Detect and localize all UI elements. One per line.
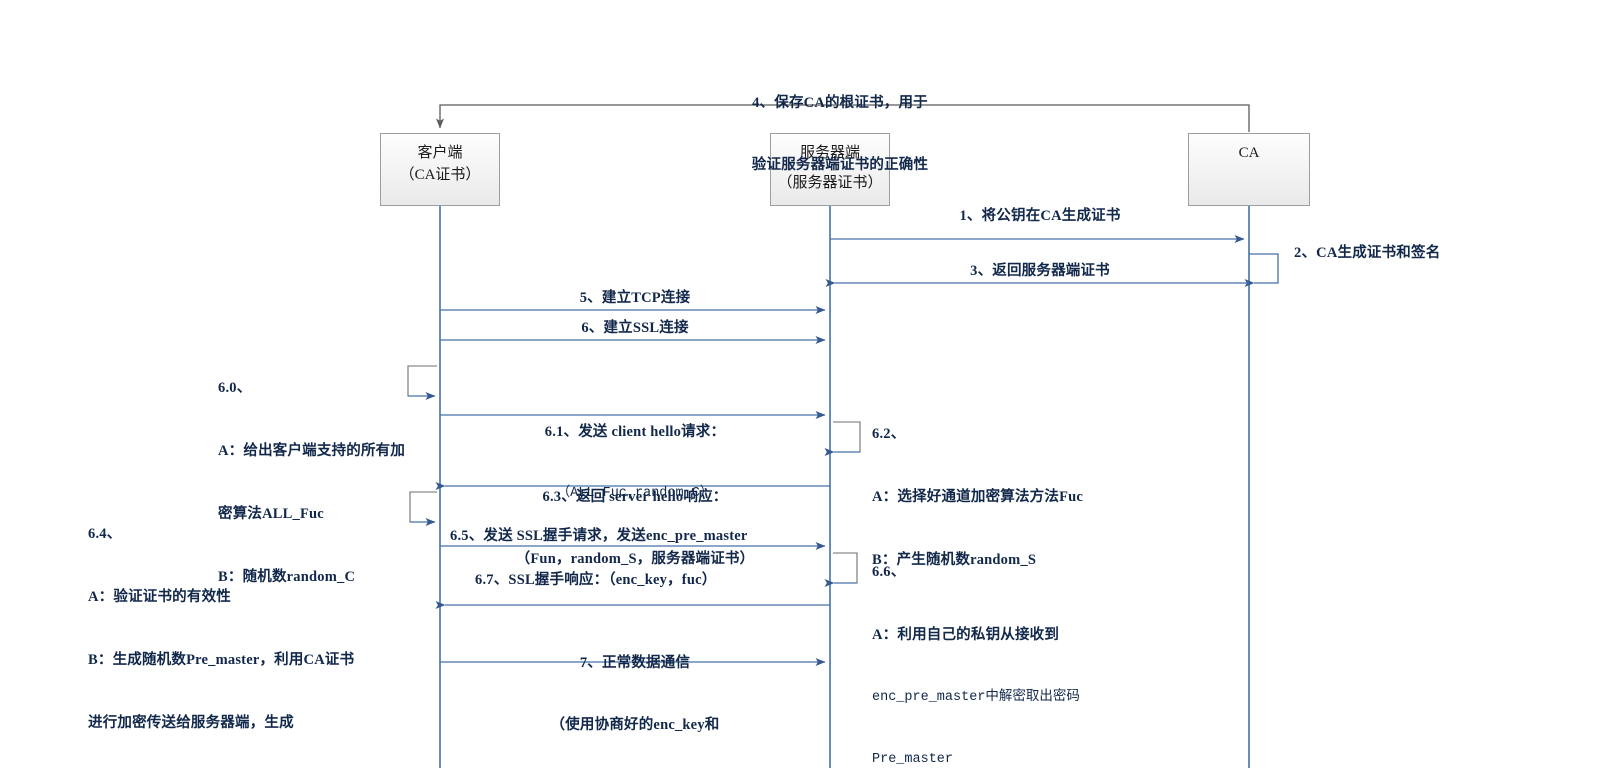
actor-server-label: 服务器端 bbox=[799, 145, 860, 161]
message-6-3-line1: 6.3、返回 server hello响应： bbox=[542, 489, 728, 506]
message-7-label: 7、正常数据通信 （使用协商好的enc_key和 func对传输层SSL进行加密… bbox=[460, 612, 810, 768]
note-6-0: 6.0、 A：给出客户端支持的所有加 密算法ALL_Fuc B：随机数rando… bbox=[218, 336, 448, 630]
note-6-2-connector bbox=[833, 421, 861, 453]
note-6-4-line-1: A：验证证书的有效性 bbox=[88, 589, 231, 606]
note-6-6-line-0: 6.6、 bbox=[872, 564, 906, 581]
note-6-6: 6.6、 A：利用自己的私钥从接收到 enc_pre_master中解密取出密码… bbox=[872, 520, 1202, 768]
note-6-0-line-0: 6.0、 bbox=[218, 380, 252, 397]
message-2-label: 2、CA生成证书和签名 bbox=[1294, 245, 1441, 261]
message-4-label: 4、保存CA的根证书，用于 验证服务器端证书的正确性 bbox=[660, 52, 1020, 217]
note-6-6-line-3: Pre_master bbox=[872, 751, 954, 767]
message-6-1-label: 6.1、发送 client hello请求： （ALL_Fuc,random_C… bbox=[470, 381, 800, 544]
note-6-2-line-1: A：选择好通道加密算法方法Fuc bbox=[872, 489, 1084, 506]
message-4-label-line2: 验证服务器端证书的正确性 bbox=[751, 156, 929, 173]
note-6-4-line-0: 6.4、 bbox=[88, 526, 122, 543]
actor-client-sublabel: （CA证书） bbox=[399, 166, 481, 183]
actor-client-label: 客户端 bbox=[417, 145, 463, 161]
note-6-4-line-2: B：生成随机数Pre_master，利用CA证书 bbox=[88, 652, 355, 669]
actor-client[interactable]: 客户端 （CA证书） bbox=[380, 133, 500, 206]
note-6-6-line-1: A：利用自己的私钥从接收到 bbox=[872, 627, 1060, 644]
message-4-label-line1: 4、保存CA的根证书，用于 bbox=[752, 95, 928, 112]
message-6-7-label: 6.7、SSL握手响应：（enc_key，fuc） bbox=[475, 572, 717, 588]
message-6-1-line1: 6.1、发送 client hello请求： bbox=[544, 424, 726, 441]
note-6-6-line-2: enc_pre_master中解密取出密码 bbox=[872, 690, 1080, 706]
actor-ca[interactable]: CA bbox=[1188, 133, 1310, 206]
actor-server-sublabel: （服务器证书） bbox=[777, 174, 883, 191]
message-2-selfloop bbox=[1244, 253, 1279, 287]
actor-ca-label: CA bbox=[1238, 145, 1260, 161]
note-6-2: 6.2、 A：选择好通道加密算法方法Fuc B：产生随机数random_S bbox=[872, 382, 1202, 613]
note-6-2-line-2: B：产生随机数random_S bbox=[872, 552, 1037, 569]
message-7-line2: （使用协商好的enc_key和 bbox=[550, 716, 720, 733]
actor-server[interactable]: 服务器端 （服务器证书） bbox=[770, 133, 890, 206]
message-6-5-label: 6.5、发送 SSL握手请求，发送enc_pre_master bbox=[450, 528, 748, 544]
message-3-label: 3、返回服务器端证书 bbox=[970, 263, 1110, 279]
note-6-2-line-0: 6.2、 bbox=[872, 426, 906, 443]
note-6-0-line-1: A：给出客户端支持的所有加 bbox=[218, 443, 406, 460]
message-7-line1: 7、正常数据通信 bbox=[579, 655, 691, 672]
message-6-3-label: 6.3、返回 server hello响应： （Fun，random_S，服务器… bbox=[460, 446, 810, 611]
note-6-4: 6.4、 A：验证证书的有效性 B：生成随机数Pre_master，利用CA证书… bbox=[88, 482, 448, 768]
message-6-1-line2: （ALL_Fuc,random_C） bbox=[556, 485, 714, 501]
note-6-4-line-3: 进行加密传送给服务器端，生成 bbox=[88, 715, 294, 732]
note-6-0-line-3: B：随机数random_C bbox=[218, 569, 356, 586]
message-6-3-line2: （Fun，random_S，服务器端证书） bbox=[515, 550, 755, 567]
message-1-label: 1、将公钥在CA生成证书 bbox=[959, 208, 1121, 224]
message-5-label: 5、建立TCP连接 bbox=[579, 290, 691, 306]
note-6-6-connector bbox=[833, 552, 858, 584]
note-6-0-line-2: 密算法ALL_Fuc bbox=[218, 506, 324, 523]
message-6-label: 6、建立SSL连接 bbox=[581, 320, 689, 336]
